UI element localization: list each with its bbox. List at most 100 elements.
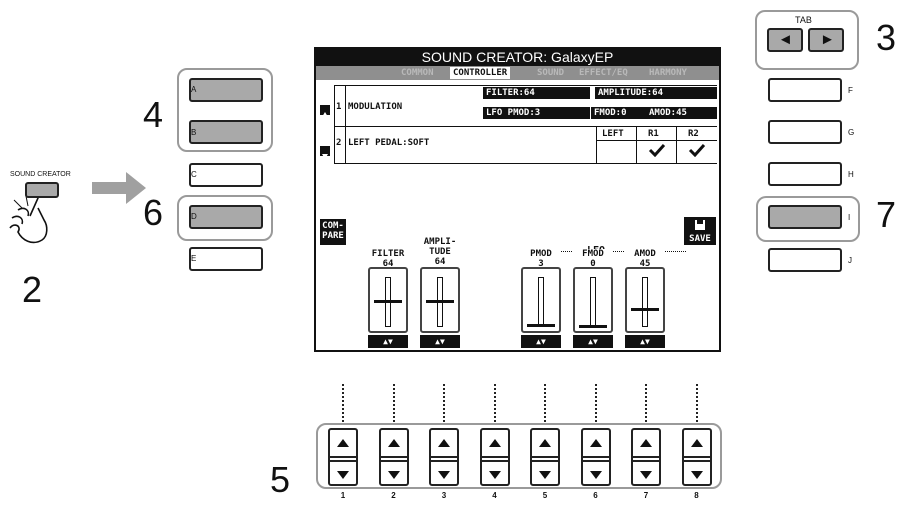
slider-4[interactable]	[573, 267, 613, 333]
button-divider	[633, 460, 659, 462]
compare-button[interactable]: COM- PARE	[320, 219, 346, 245]
slider-label-5: AMOD	[625, 249, 665, 259]
button-label-j: J	[848, 256, 852, 265]
dotted-guide-line	[443, 384, 445, 422]
button-b[interactable]	[189, 120, 263, 144]
slider-knob[interactable]	[631, 308, 659, 311]
slider-button-5[interactable]	[530, 428, 560, 486]
table-line	[636, 126, 637, 163]
slider-button-3[interactable]	[429, 428, 459, 486]
right-triangle-icon: ►	[820, 31, 835, 48]
table-line	[334, 85, 717, 86]
button-label-d: D	[191, 212, 197, 221]
up-triangle-icon	[482, 436, 508, 450]
sound-creator-label: SOUND CREATOR	[10, 171, 71, 178]
tab-common[interactable]: COMMON	[398, 67, 437, 79]
tab-sound[interactable]: SOUND	[534, 67, 567, 79]
sound-creator-button[interactable]	[25, 182, 59, 198]
tab-group-label: TAB	[795, 15, 812, 25]
slider-button-number: 4	[480, 491, 510, 500]
slider-button-group	[316, 423, 722, 489]
button-f[interactable]	[768, 78, 842, 102]
button-a[interactable]	[189, 78, 263, 102]
button-label-h: H	[848, 170, 854, 179]
down-triangle-icon	[381, 468, 407, 482]
checkmark-icon[interactable]	[688, 143, 706, 157]
slider-knob[interactable]	[527, 324, 555, 327]
button-divider	[684, 456, 710, 458]
slider-5[interactable]	[625, 267, 665, 333]
save-button[interactable]: SAVE	[684, 217, 716, 245]
button-h[interactable]	[768, 162, 842, 186]
slider-button-4[interactable]	[480, 428, 510, 486]
slider-track	[538, 277, 544, 327]
button-label-g: G	[848, 128, 854, 137]
button-c[interactable]	[189, 163, 263, 187]
button-j[interactable]	[768, 248, 842, 272]
button-divider	[381, 456, 407, 458]
table-line	[596, 140, 717, 141]
slider-button-number: 6	[581, 491, 611, 500]
button-divider	[330, 456, 356, 458]
row1-amplitude[interactable]: AMPLITUDE:64	[595, 87, 717, 99]
slider-value-2: 64	[420, 257, 460, 267]
up-arrow-icon[interactable]	[320, 105, 330, 115]
slider-button-2[interactable]	[379, 428, 409, 486]
button-d[interactable]	[189, 205, 263, 229]
button-divider	[532, 456, 558, 458]
table-line	[345, 85, 346, 163]
dotted-guide-line	[645, 384, 647, 422]
button-divider	[482, 460, 508, 462]
table-line	[334, 85, 335, 163]
row2-r2: R2	[688, 128, 699, 140]
slider-button-6[interactable]	[581, 428, 611, 486]
button-divider	[532, 460, 558, 462]
row1-lfo-pmod[interactable]: LFO PMOD:3	[483, 107, 590, 119]
up-triangle-icon	[583, 436, 609, 450]
slider-button-8[interactable]	[682, 428, 712, 486]
row2-name[interactable]: LEFT PEDAL:SOFT	[348, 137, 429, 149]
slider-knob[interactable]	[374, 300, 402, 303]
tab-controller[interactable]: CONTROLLER	[450, 67, 510, 79]
step-number-5: 5	[270, 462, 290, 498]
tab-left-button[interactable]: ◄	[767, 28, 803, 52]
tab-effect-eq[interactable]: EFFECT/EQ	[576, 67, 631, 79]
row1-filter[interactable]: FILTER:64	[483, 87, 590, 99]
table-line	[676, 126, 677, 163]
slider-button-7[interactable]	[631, 428, 661, 486]
row2-left: LEFT	[602, 128, 624, 140]
right-arrow-icon	[92, 170, 148, 206]
checkmark-icon[interactable]	[648, 143, 666, 157]
slider-button-number: 5	[530, 491, 560, 500]
row1-fmod[interactable]: FMOD:0	[591, 107, 646, 119]
row1-amod[interactable]: AMOD:45	[646, 107, 717, 119]
button-e[interactable]	[189, 247, 263, 271]
save-label: SAVE	[684, 234, 716, 244]
button-label-i: I	[848, 213, 850, 222]
slider-button-number: 3	[429, 491, 459, 500]
down-triangle-icon	[330, 468, 356, 482]
slider-1[interactable]	[368, 267, 408, 333]
button-i[interactable]	[768, 205, 842, 229]
table-line	[334, 163, 717, 164]
button-g[interactable]	[768, 120, 842, 144]
button-divider	[583, 460, 609, 462]
slider-3[interactable]	[521, 267, 561, 333]
slider-knob[interactable]	[426, 300, 454, 303]
up-triangle-icon	[381, 436, 407, 450]
button-divider	[583, 456, 609, 458]
slider-knob[interactable]	[579, 325, 607, 328]
slider-2[interactable]	[420, 267, 460, 333]
down-triangle-icon	[583, 468, 609, 482]
button-label-c: C	[191, 170, 197, 179]
step-number-7: 7	[876, 197, 896, 233]
slider-button-number: 8	[682, 491, 712, 500]
up-triangle-icon	[532, 436, 558, 450]
step-number-4: 4	[143, 97, 163, 133]
row1-name[interactable]: MODULATION	[348, 101, 402, 113]
slider-button-1[interactable]	[328, 428, 358, 486]
dotted-guide-line	[494, 384, 496, 422]
down-arrow-icon[interactable]	[320, 146, 330, 156]
tab-harmony[interactable]: HARMONY	[646, 67, 690, 79]
tab-right-button[interactable]: ►	[808, 28, 844, 52]
